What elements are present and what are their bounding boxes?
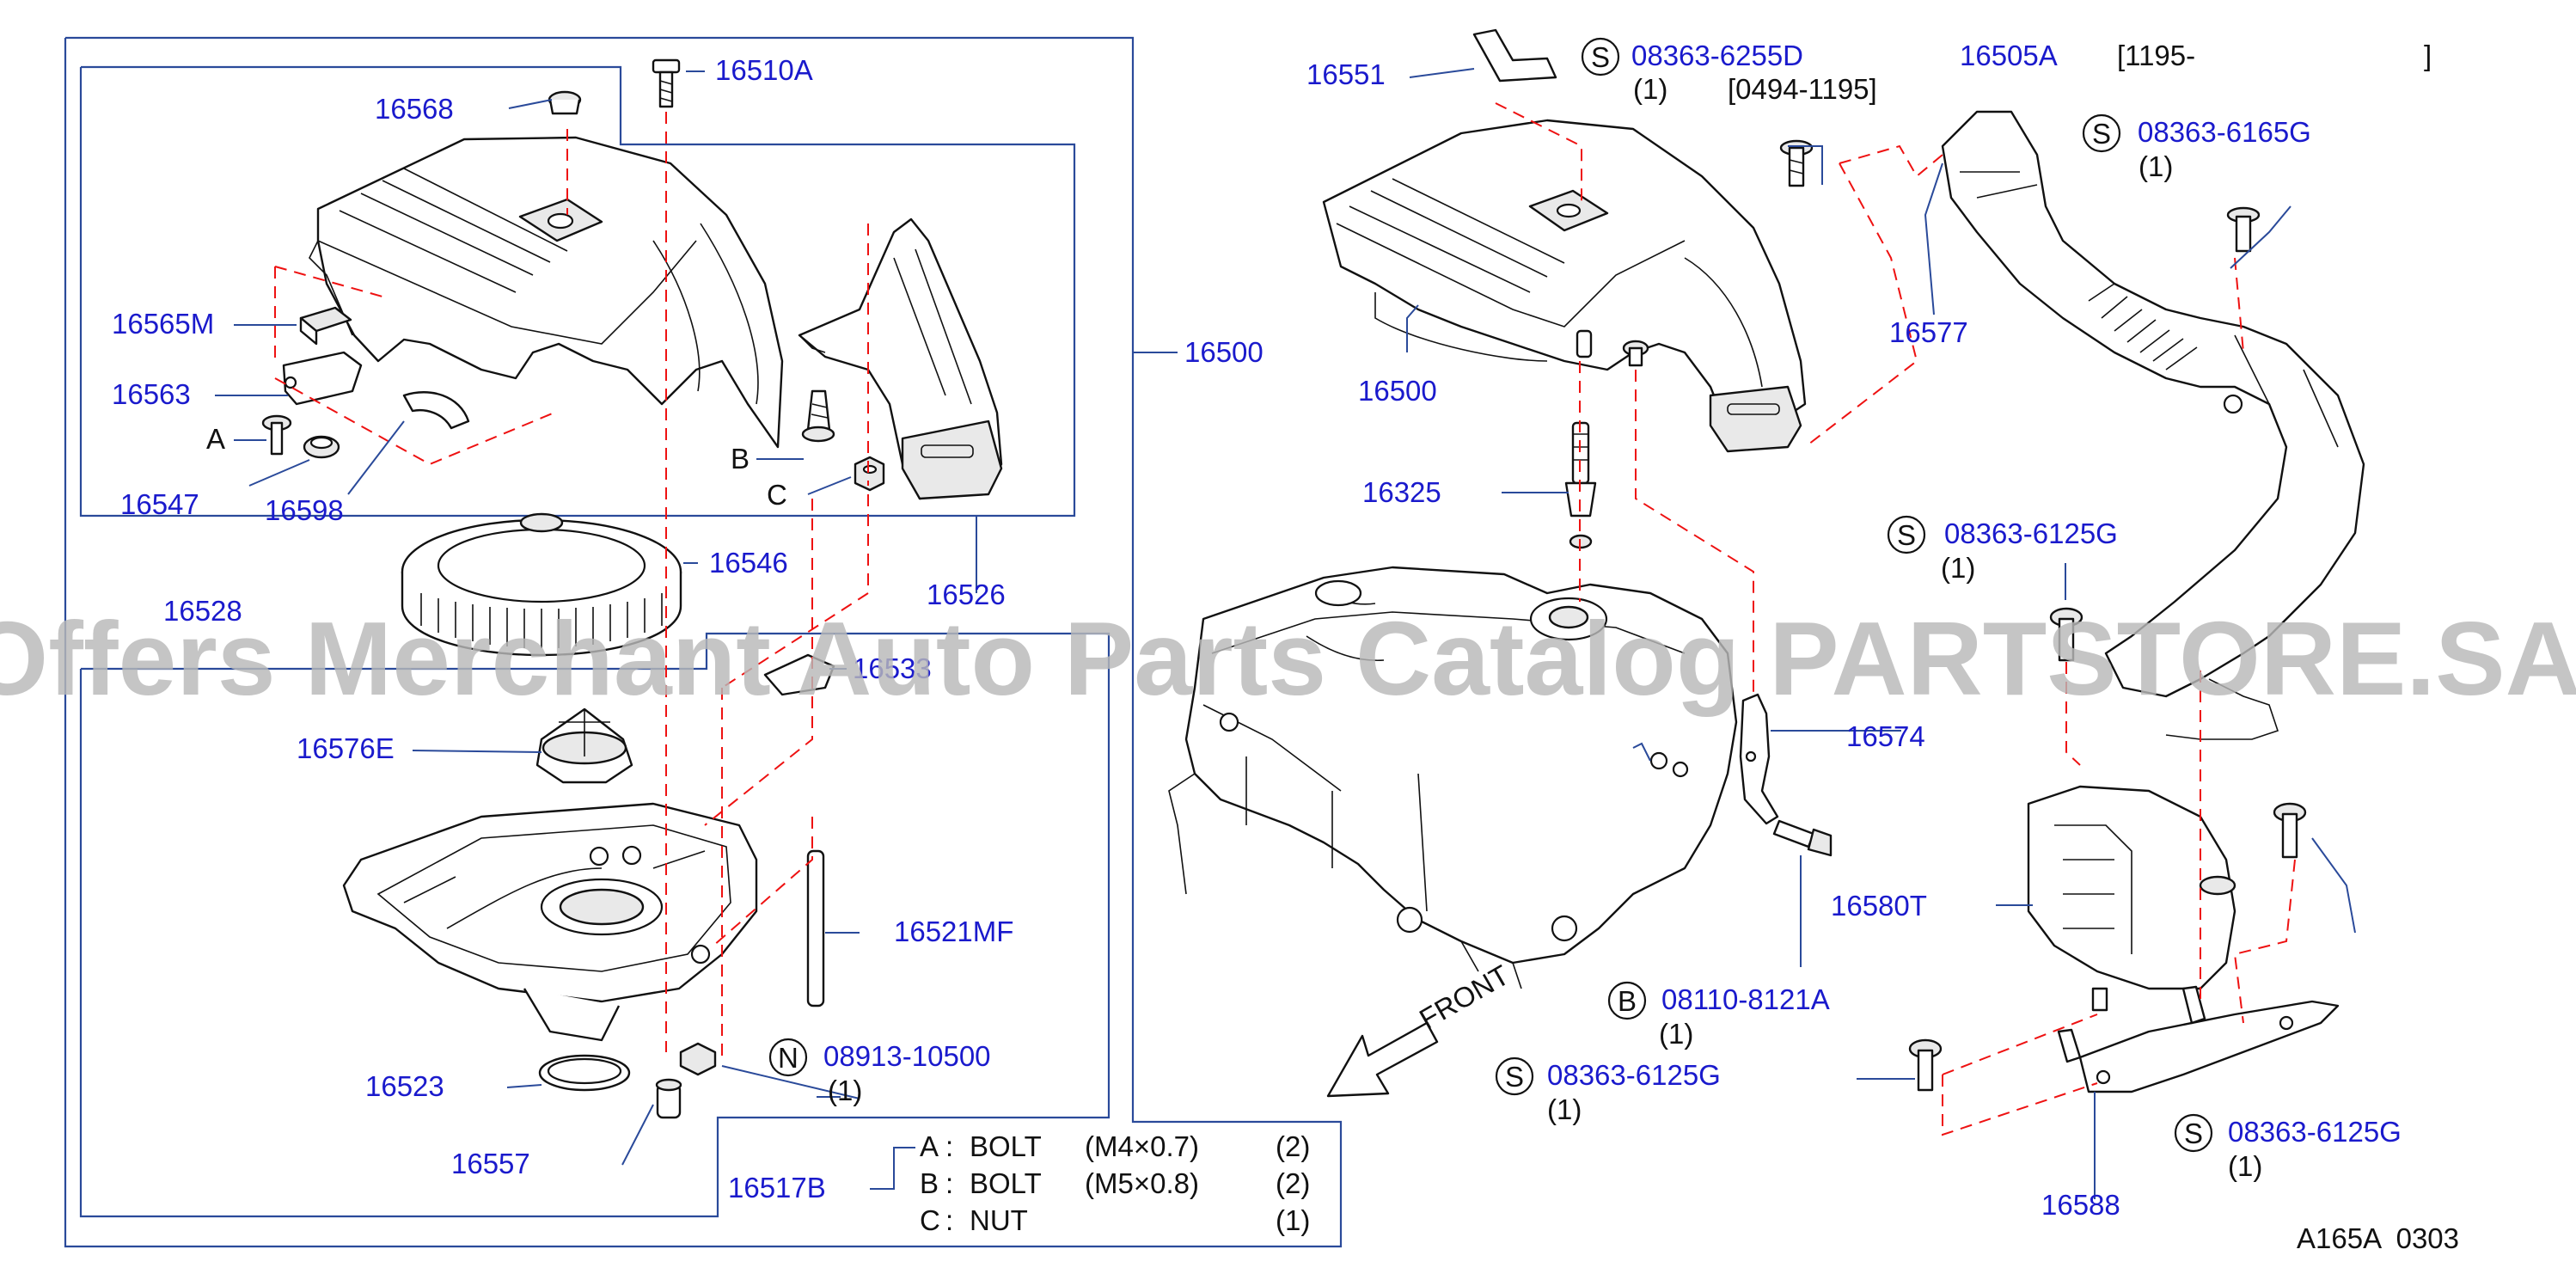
callout-s4: S 08363-6125G (1) <box>1495 1056 1721 1125</box>
right-bolts <box>1908 206 2307 1092</box>
callout-s3-code: S <box>1897 519 1916 551</box>
legend-qty: (2) <box>1276 1130 1310 1162</box>
callout-s2-qty: (1) <box>2139 150 2173 182</box>
label-16528: 16528 <box>163 595 242 627</box>
label-16526: 16526 <box>927 579 1006 610</box>
callout-s1-date: [0494-1195] <box>1728 73 1877 105</box>
front-label: FRONT <box>1414 958 1514 1035</box>
callout-s5-part: 08363-6125G <box>2228 1116 2402 1148</box>
callout-s3-qty: (1) <box>1941 552 1975 584</box>
engine-block-outline <box>1168 566 1738 989</box>
date-range-start: [1195- <box>2117 40 2195 71</box>
diagram-code: A165A 0303 <box>2297 1222 2459 1254</box>
date-range-16505A: [1195- ] <box>2117 40 2432 71</box>
label-A: A <box>206 423 225 455</box>
air-filter-element-part <box>401 512 682 657</box>
air-duct-16577-part <box>1941 110 2365 740</box>
callout-b1: B 08110-8121A (1) <box>1607 981 1830 1050</box>
callout-n1-part: 08913-10500 <box>823 1040 991 1072</box>
label-16574: 16574 <box>1846 720 1925 752</box>
hardware-legend: A : BOLT (M4×0.7) (2) B : BOLT (M5×0.8) … <box>920 1130 1310 1236</box>
callout-s5-code: S <box>2184 1118 2203 1149</box>
assembly-lines <box>274 102 2296 1136</box>
label-16580T: 16580T <box>1831 890 1927 922</box>
callout-s2-part: 08363-6165G <box>2138 116 2311 148</box>
bracket-16588-part <box>2057 985 2340 1093</box>
callout-s1-part: 08363-6255D <box>1631 40 1803 71</box>
label-16505A: 16505A <box>1960 40 2058 71</box>
callout-s4-part: 08363-6125G <box>1547 1059 1721 1091</box>
label-16546: 16546 <box>709 547 788 579</box>
label-C-left: C <box>767 479 787 511</box>
resonator-16580T-part <box>2027 785 2236 1012</box>
label-B-left: B <box>731 443 750 475</box>
bracket-16574-part <box>1672 693 1833 857</box>
callout-s1-code: S <box>1591 41 1610 73</box>
callout-n1: N 08913-10500 (1) <box>768 1038 991 1106</box>
label-16500-right: 16500 <box>1358 375 1437 407</box>
legend-sep: : <box>945 1167 953 1199</box>
callout-s5: S 08363-6125G (1) <box>2174 1113 2402 1182</box>
callout-s2-code: S <box>2092 118 2111 150</box>
callout-s5-qty: (1) <box>2228 1150 2262 1182</box>
label-16568: 16568 <box>375 93 454 125</box>
legend-size: (M5×0.8) <box>1085 1167 1199 1199</box>
label-16523: 16523 <box>365 1070 444 1102</box>
date-range-end: ] <box>2424 40 2432 71</box>
callout-b1-code: B <box>1618 985 1637 1017</box>
legend-type: BOLT <box>970 1167 1042 1199</box>
callout-b1-qty: (1) <box>1659 1018 1693 1050</box>
snorkel-duct-part <box>798 217 1003 500</box>
callout-s1-qty: (1) <box>1633 73 1667 105</box>
callout-s1: S 08363-6255D (1) [0494-1195] <box>1581 37 1877 105</box>
legend-qty: (1) <box>1276 1204 1310 1236</box>
legend-row: C : NUT (1) <box>920 1204 1310 1236</box>
part-labels: 16510A 16568 16565M 16563 A 16547 16598 … <box>112 40 2120 1221</box>
small-hardware-left <box>261 58 885 492</box>
legend-sep: : <box>945 1130 953 1162</box>
label-16557: 16557 <box>451 1148 530 1179</box>
label-16521MF: 16521MF <box>894 916 1013 947</box>
label-16598: 16598 <box>265 494 344 526</box>
air-cleaner-assembly-part <box>1322 119 1807 453</box>
front-arrow: FRONT <box>1326 958 1514 1098</box>
label-16577: 16577 <box>1889 316 1968 348</box>
legend-type: NUT <box>970 1204 1028 1236</box>
label-16325: 16325 <box>1362 476 1441 508</box>
legend-qty: (2) <box>1276 1167 1310 1199</box>
legend-sep: : <box>945 1204 953 1236</box>
label-16576E: 16576E <box>297 732 395 764</box>
legend-size: (M4×0.7) <box>1085 1130 1199 1162</box>
label-16565M: 16565M <box>112 308 214 340</box>
watermark-text: Offers Merchant Auto Parts Catalog PARTS… <box>0 600 2576 717</box>
label-16533: 16533 <box>853 652 932 684</box>
legend-key: B <box>920 1167 939 1199</box>
label-16551: 16551 <box>1306 58 1386 90</box>
callout-s4-qty: (1) <box>1547 1093 1582 1125</box>
callout-s3: S 08363-6125G (1) <box>1887 515 2118 584</box>
callout-s3-part: 08363-6125G <box>1944 518 2118 549</box>
callout-b1-part: 08110-8121A <box>1661 983 1830 1015</box>
label-16547: 16547 <box>120 488 199 520</box>
callout-s2: S 08363-6165G (1) <box>2082 113 2311 182</box>
legend-key: C <box>920 1204 940 1236</box>
callout-n1-qty: (1) <box>828 1075 862 1106</box>
legend-row: A : BOLT (M4×0.7) (2) <box>920 1130 1310 1162</box>
air-cleaner-lower-parts <box>342 653 835 1119</box>
legend-key: A <box>920 1130 939 1162</box>
label-16510A: 16510A <box>715 54 813 86</box>
callout-s4-code: S <box>1505 1061 1524 1093</box>
legend-type: BOLT <box>970 1130 1042 1162</box>
label-16563: 16563 <box>112 378 191 410</box>
callout-n1-code: N <box>778 1042 798 1074</box>
leader-lines <box>215 68 2356 1199</box>
label-16588: 16588 <box>2041 1189 2120 1221</box>
air-cleaner-cover-part <box>309 136 784 449</box>
frame-lines <box>64 36 1343 1248</box>
label-16517B: 16517B <box>728 1172 826 1203</box>
label-16500-left: 16500 <box>1184 336 1264 368</box>
legend-row: B : BOLT (M5×0.8) (2) <box>920 1167 1310 1199</box>
